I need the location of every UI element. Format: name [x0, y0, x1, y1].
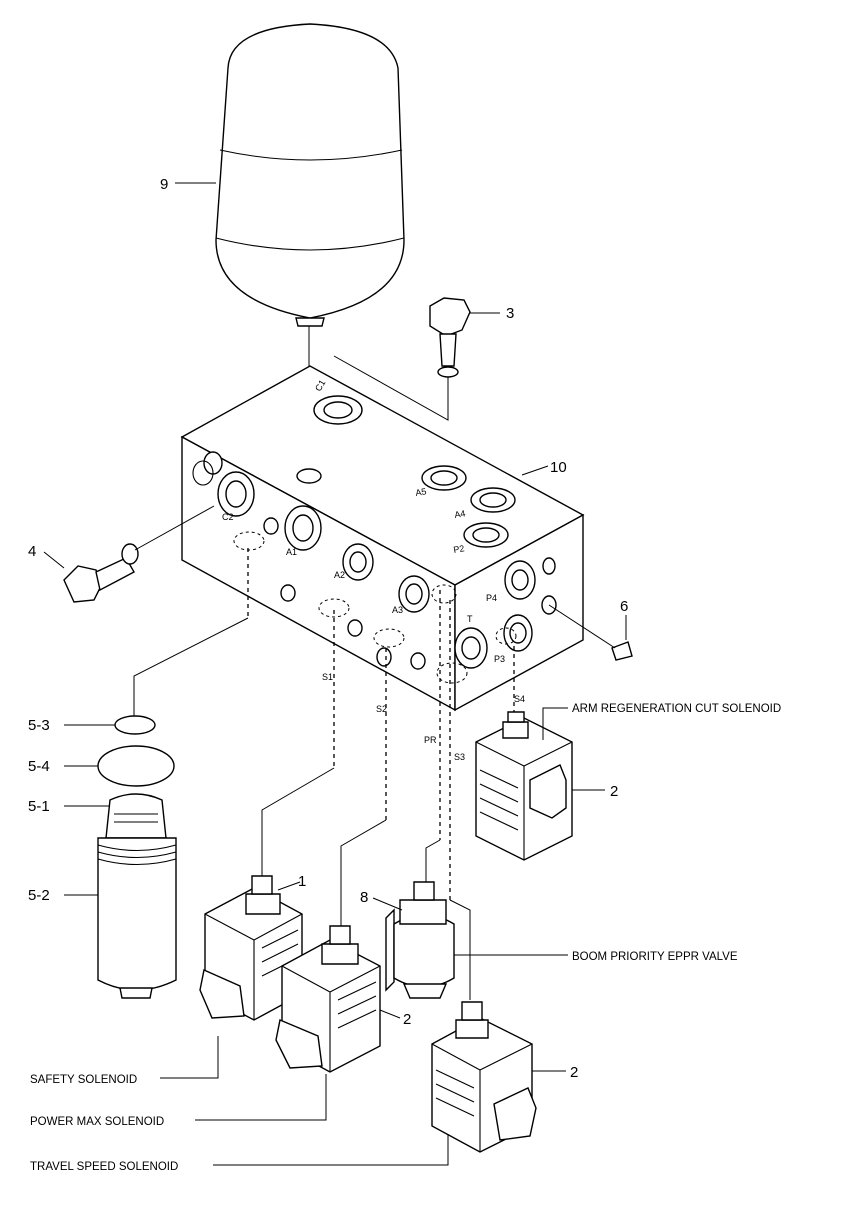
- port-label-s3: S3: [454, 752, 465, 762]
- port-label-a3: A3: [392, 605, 403, 615]
- port-label-c1: C1: [313, 378, 327, 393]
- port-label-a4: A4: [454, 508, 467, 520]
- caption-arm-regeneration-cut-solenoid: ARM REGENERATION CUT SOLENOID: [572, 703, 781, 715]
- port-label-pr: PR: [424, 735, 437, 745]
- port-label-s4: S4: [514, 694, 525, 704]
- plug-bolt-3: [429, 297, 471, 378]
- port-label-p3: P3: [494, 654, 505, 664]
- callout-4: 4: [28, 543, 36, 560]
- port-label-a2: A2: [334, 570, 345, 580]
- callout-8: 8: [360, 889, 368, 906]
- filter-cartridge: [97, 715, 177, 999]
- accumulator: [215, 23, 405, 327]
- port-label-s2: S2: [376, 704, 387, 714]
- caption-safety-solenoid: SAFETY SOLENOID: [30, 1074, 137, 1086]
- callout-2-power: 2: [403, 1011, 411, 1028]
- port-label-a1: A1: [286, 547, 297, 557]
- caption-power-max-solenoid: POWER MAX SOLENOID: [30, 1116, 164, 1128]
- callout-9: 9: [160, 176, 168, 193]
- callout-2-arm: 2: [610, 783, 618, 800]
- caption-boom-priority-eppr-valve: BOOM PRIORITY EPPR VALVE: [572, 951, 738, 963]
- travel-speed-solenoid: [431, 1001, 537, 1153]
- boom-priority-eppr-valve: [385, 881, 455, 999]
- port-label-p4: P4: [486, 593, 497, 603]
- port-label-a5: A5: [415, 486, 428, 498]
- set-screw-6: [611, 641, 633, 661]
- safety-solenoid: [199, 875, 303, 1021]
- port-label-c2: C2: [222, 512, 234, 522]
- port-label-s1: S1: [322, 672, 333, 682]
- valve-block: [180, 365, 585, 712]
- callout-3: 3: [506, 305, 514, 322]
- callout-5-3: 5-3: [28, 717, 50, 734]
- callout-5-4: 5-4: [28, 758, 50, 775]
- callout-10: 10: [550, 459, 567, 476]
- arm-regen-solenoid: [475, 711, 573, 861]
- port-label-p2: P2: [453, 543, 466, 555]
- power-max-solenoid: [275, 925, 381, 1073]
- callout-1: 1: [298, 873, 306, 890]
- callout-6: 6: [620, 598, 628, 615]
- callout-5-1: 5-1: [28, 798, 50, 815]
- callout-5-2: 5-2: [28, 887, 50, 904]
- port-label-t: T: [467, 614, 473, 624]
- plug-4: [63, 543, 139, 603]
- callout-2-travel: 2: [570, 1064, 578, 1081]
- caption-travel-speed-solenoid: TRAVEL SPEED SOLENOID: [30, 1161, 178, 1173]
